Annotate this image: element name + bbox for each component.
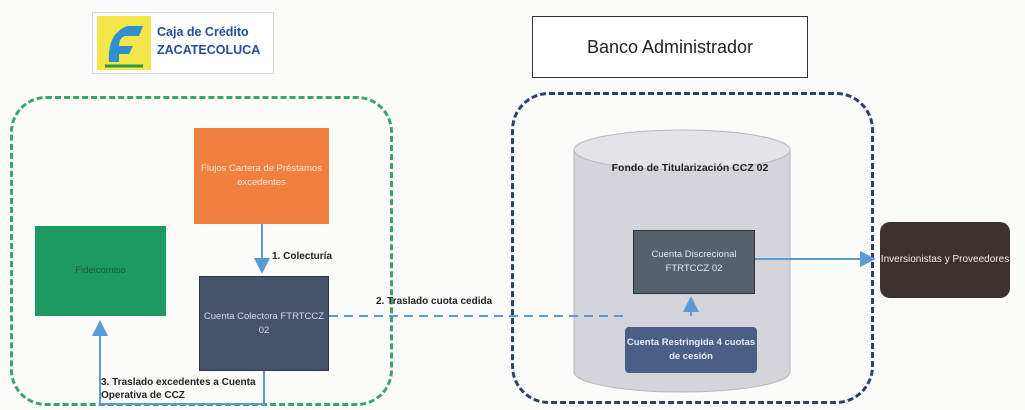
logo-text: Caja de Crédito ZACATECOLUCA [157, 23, 260, 59]
banco-administrador-region [511, 92, 874, 404]
caja-credito-logo: Caja de Crédito ZACATECOLUCA [92, 12, 274, 74]
fideicomiso-box: Fideicomiso [35, 226, 166, 316]
flow-label-colecturia: 1. Colecturía [272, 251, 333, 262]
cuenta-discrecional-box: Cuenta Discrecional FTRTCCZ 02 [633, 230, 755, 294]
logo-line2: ZACATECOLUCA [157, 43, 261, 57]
logo-line1: Caja de Crédito [157, 25, 249, 39]
flow-label-traslado-excedentes: 3. Traslado excedentes a Cuenta Operativ… [101, 377, 256, 401]
cuenta-colectora-box: Cuenta Colectora FTRTCCZ 02 [199, 276, 329, 371]
banco-administrador-box: Banco Administrador [532, 16, 808, 78]
arrow-traslado-excedentes [92, 320, 265, 405]
inversionistas-box: Inversionistas y Proveedores [880, 222, 1010, 298]
caja-credito-logo-icon [97, 16, 151, 70]
fondo-titulo: Fondo de Titularización CCZ 02 [611, 162, 769, 174]
cuenta-restringida-box: Cuenta Restringida 4 cuotas de cesión [625, 327, 757, 373]
flujos-cartera-box: Flujos Cartera de Préstamos excedentes [194, 128, 329, 224]
flow-label-traslado-cuota: 2. Traslado cuota cedida [376, 296, 493, 307]
